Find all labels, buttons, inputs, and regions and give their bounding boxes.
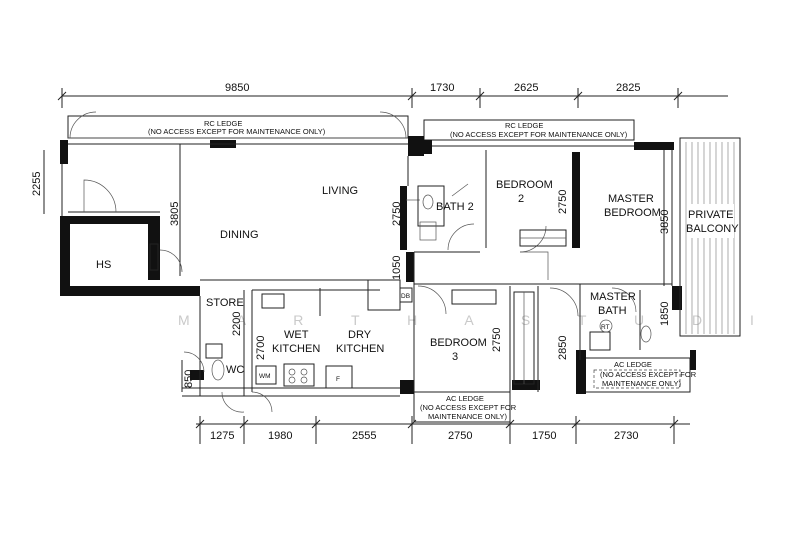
dim-top-1730: 1730	[430, 82, 454, 94]
room-bedroom-3: BEDROOM	[430, 337, 487, 349]
ac-ledge-right-label: AC LEDGE	[614, 360, 652, 369]
dim-2850: 2850	[557, 336, 569, 360]
dim-2255: 2255	[31, 172, 43, 196]
ac-ledge-right: AC LEDGE (NO ACCESS EXCEPT FOR MAINTENAN…	[579, 357, 697, 393]
label-db: DB	[401, 293, 410, 300]
label-rt: RT	[601, 324, 610, 331]
dim-3850: 3850	[659, 210, 671, 234]
room-labels: HS DINING LIVING BATH 2 BEDROOM 2 MASTER…	[96, 179, 739, 376]
dim-2750-bed2: 2750	[557, 190, 569, 214]
room-bath-2: BATH 2	[436, 201, 474, 213]
room-wc: WC	[226, 364, 244, 376]
walls	[60, 136, 696, 397]
dim-bottom-1980: 1980	[268, 430, 292, 442]
ac-ledge-bottom-note-2: MAINTENANCE ONLY)	[428, 412, 508, 421]
rc-ledge-label: RC LEDGE	[204, 119, 242, 128]
inner-dimensions: 2255 3805 2750 2750 3850 1050 2200 2700 …	[31, 150, 671, 392]
room-dry-kitchen: DRY	[348, 329, 372, 341]
room-master-bath: MASTER	[590, 291, 636, 303]
dim-bottom-1275: 1275	[210, 430, 234, 442]
dim-1850: 1850	[659, 302, 671, 326]
label-fridge: F	[336, 376, 340, 383]
room-hs: HS	[96, 259, 111, 271]
ac-ledge-right-note-2: MAINTENANCE ONLY)	[602, 379, 682, 388]
dim-2700: 2700	[255, 336, 267, 360]
room-private-balcony-2: BALCONY	[686, 223, 739, 235]
dim-top-9850: 9850	[225, 82, 249, 94]
ac-ledge-bottom-label: AC LEDGE	[446, 394, 484, 403]
label-wm: WM	[259, 373, 271, 380]
top-dimension-lines: 9850 1730 2625 2825	[57, 82, 728, 108]
dim-1050: 1050	[391, 256, 403, 280]
rc-ledge-2-label: RC LEDGE	[505, 121, 543, 130]
dim-bottom-2555: 2555	[352, 430, 376, 442]
rc-ledge-top: RC LEDGE (NO ACCESS EXCEPT FOR MAINTENAN…	[67, 111, 409, 139]
room-store: STORE	[206, 297, 244, 309]
room-master-bath-2: BATH	[598, 305, 627, 317]
doors	[83, 179, 637, 413]
fixtures	[149, 183, 652, 389]
dim-bottom-1750: 1750	[532, 430, 556, 442]
room-master-bedroom-2: BEDROOM	[604, 207, 661, 219]
watermark: M A R T H A S T U D I O	[178, 312, 800, 328]
dim-850: 850	[183, 370, 195, 388]
room-dry-kitchen-2: KITCHEN	[336, 343, 384, 355]
dim-top-2625: 2625	[514, 82, 538, 94]
fixture-labels: WM DB F RT	[259, 293, 610, 383]
room-master-bedroom: MASTER	[608, 193, 654, 205]
rc-ledge-top-2: RC LEDGE (NO ACCESS EXCEPT FOR MAINTENAN…	[423, 119, 635, 141]
dim-bottom-2730: 2730	[614, 430, 638, 442]
ac-ledge-right-note: (NO ACCESS EXCEPT FOR	[600, 370, 697, 379]
room-bedroom-3-number: 3	[452, 351, 458, 363]
private-balcony-hatch	[679, 137, 741, 337]
dim-3805: 3805	[169, 202, 181, 226]
room-bedroom-2: BEDROOM	[496, 179, 553, 191]
ac-ledge-bottom: AC LEDGE (NO ACCESS EXCEPT FOR MAINTENAN…	[413, 391, 517, 423]
rc-ledge-note: (NO ACCESS EXCEPT FOR MAINTENANCE ONLY)	[148, 127, 326, 136]
room-living: LIVING	[322, 185, 358, 197]
dim-top-2825: 2825	[616, 82, 640, 94]
rc-ledge-2-note: (NO ACCESS EXCEPT FOR MAINTENANCE ONLY)	[450, 130, 628, 139]
room-bedroom-2-number: 2	[518, 193, 524, 205]
room-wet-kitchen: WET	[284, 329, 309, 341]
bottom-dimension-lines: 1275 1980 2555 2750 1750 2730	[195, 416, 690, 444]
dim-bottom-2750: 2750	[448, 430, 472, 442]
room-wet-kitchen-2: KITCHEN	[272, 343, 320, 355]
room-dining: DINING	[220, 229, 259, 241]
dim-2750-bath2: 2750	[391, 202, 403, 226]
dim-2750-bed3: 2750	[491, 328, 503, 352]
dim-2200: 2200	[231, 312, 243, 336]
ac-ledge-bottom-note: (NO ACCESS EXCEPT FOR	[420, 403, 517, 412]
room-private-balcony: PRIVATE	[688, 209, 733, 221]
